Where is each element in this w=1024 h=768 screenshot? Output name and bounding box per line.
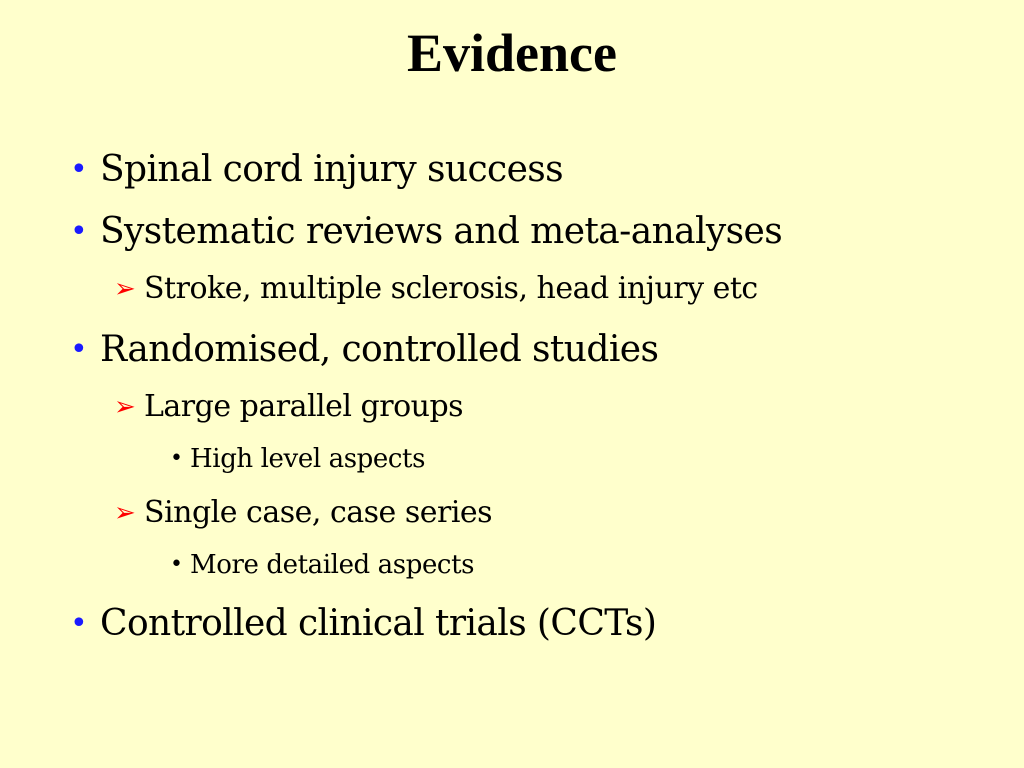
bullet-text: More detailed aspects (190, 550, 475, 580)
arrow-bullet-icon: ➢ (114, 274, 136, 304)
sub-bullet-item-1: ➢ Stroke, multiple sclerosis, head injur… (70, 264, 1010, 320)
bullet-dot-icon: • (70, 152, 88, 187)
bullet-text: Controlled clinical trials (CCTs) (100, 603, 657, 644)
bullet-item-4: • Controlled clinical trials (CCTs) (70, 594, 1010, 656)
bullet-item-2: • Systematic reviews and meta-analyses (70, 202, 1010, 264)
bullet-item-3: • Randomised, controlled studies (70, 320, 1010, 382)
bullet-text: Large parallel groups (144, 389, 464, 424)
sub-bullet-item-3: ➢ Single case, case series (70, 488, 1010, 544)
small-dot-icon: • (170, 446, 183, 471)
bullet-text: High level aspects (190, 444, 426, 474)
sub-bullet-item-2: ➢ Large parallel groups (70, 382, 1010, 438)
small-dot-icon: • (170, 552, 183, 577)
sub-sub-bullet-item-2: • More detailed aspects (70, 544, 1010, 594)
bullet-text: Systematic reviews and meta-analyses (100, 211, 783, 252)
bullet-dot-icon: • (70, 214, 88, 249)
bullet-dot-icon: • (70, 332, 88, 367)
slide-title: Evidence (407, 23, 617, 83)
arrow-bullet-icon: ➢ (114, 392, 136, 422)
arrow-bullet-icon: ➢ (114, 498, 136, 528)
bullet-text: Stroke, multiple sclerosis, head injury … (144, 271, 758, 306)
bullet-list: • Spinal cord injury success • Systemati… (70, 140, 1010, 656)
bullet-dot-icon: • (70, 606, 88, 641)
bullet-text: Randomised, controlled studies (100, 329, 659, 370)
bullet-item-1: • Spinal cord injury success (70, 140, 1010, 202)
bullet-text: Single case, case series (144, 495, 493, 530)
bullet-text: Spinal cord injury success (100, 149, 564, 190)
sub-sub-bullet-item-1: • High level aspects (70, 438, 1010, 488)
